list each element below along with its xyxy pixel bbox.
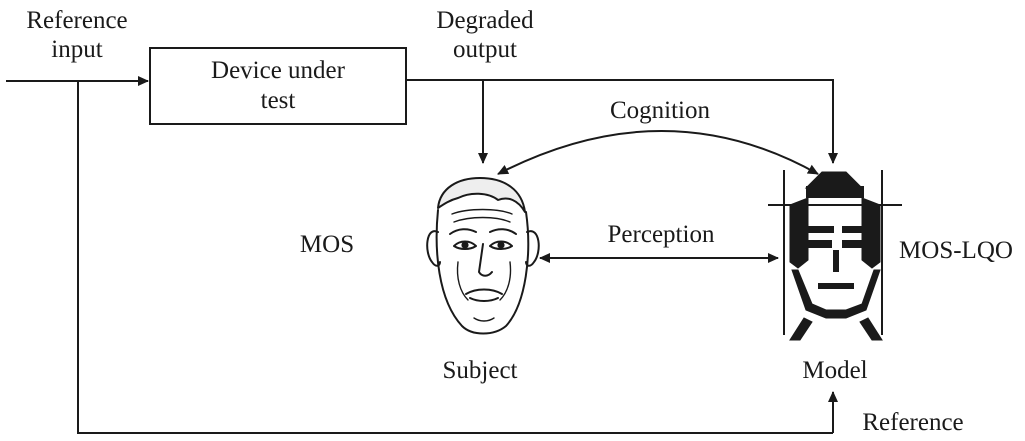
degraded-output-label: Degraded output xyxy=(410,6,560,64)
mos-label: MOS xyxy=(299,231,355,258)
mos-lqo-label: MOS-LQO xyxy=(899,237,1013,264)
perception-label: Perception xyxy=(607,221,715,248)
reference-input-label: Reference input xyxy=(2,6,152,64)
subject-label: Subject xyxy=(442,357,518,384)
reference-input-line2: input xyxy=(51,36,103,63)
degraded-output-line1: Degraded xyxy=(436,7,534,34)
cognition-arrow xyxy=(497,130,819,175)
device-label-line2: test xyxy=(260,87,296,114)
human-face-icon xyxy=(426,177,540,335)
device-label-line1: Device under xyxy=(211,57,345,84)
reference-label: Reference xyxy=(862,409,964,436)
device-under-test-label: Device under test xyxy=(150,48,406,124)
device-under-test-box xyxy=(149,47,407,125)
robot-face-icon xyxy=(768,170,902,341)
degraded-output-line xyxy=(406,79,838,164)
model-label: Model xyxy=(802,357,868,384)
reference-input-line1: Reference xyxy=(26,7,128,34)
reference-path-line xyxy=(77,81,833,434)
cognition-label: Cognition xyxy=(609,97,710,124)
degraded-output-line2: output xyxy=(453,36,517,63)
